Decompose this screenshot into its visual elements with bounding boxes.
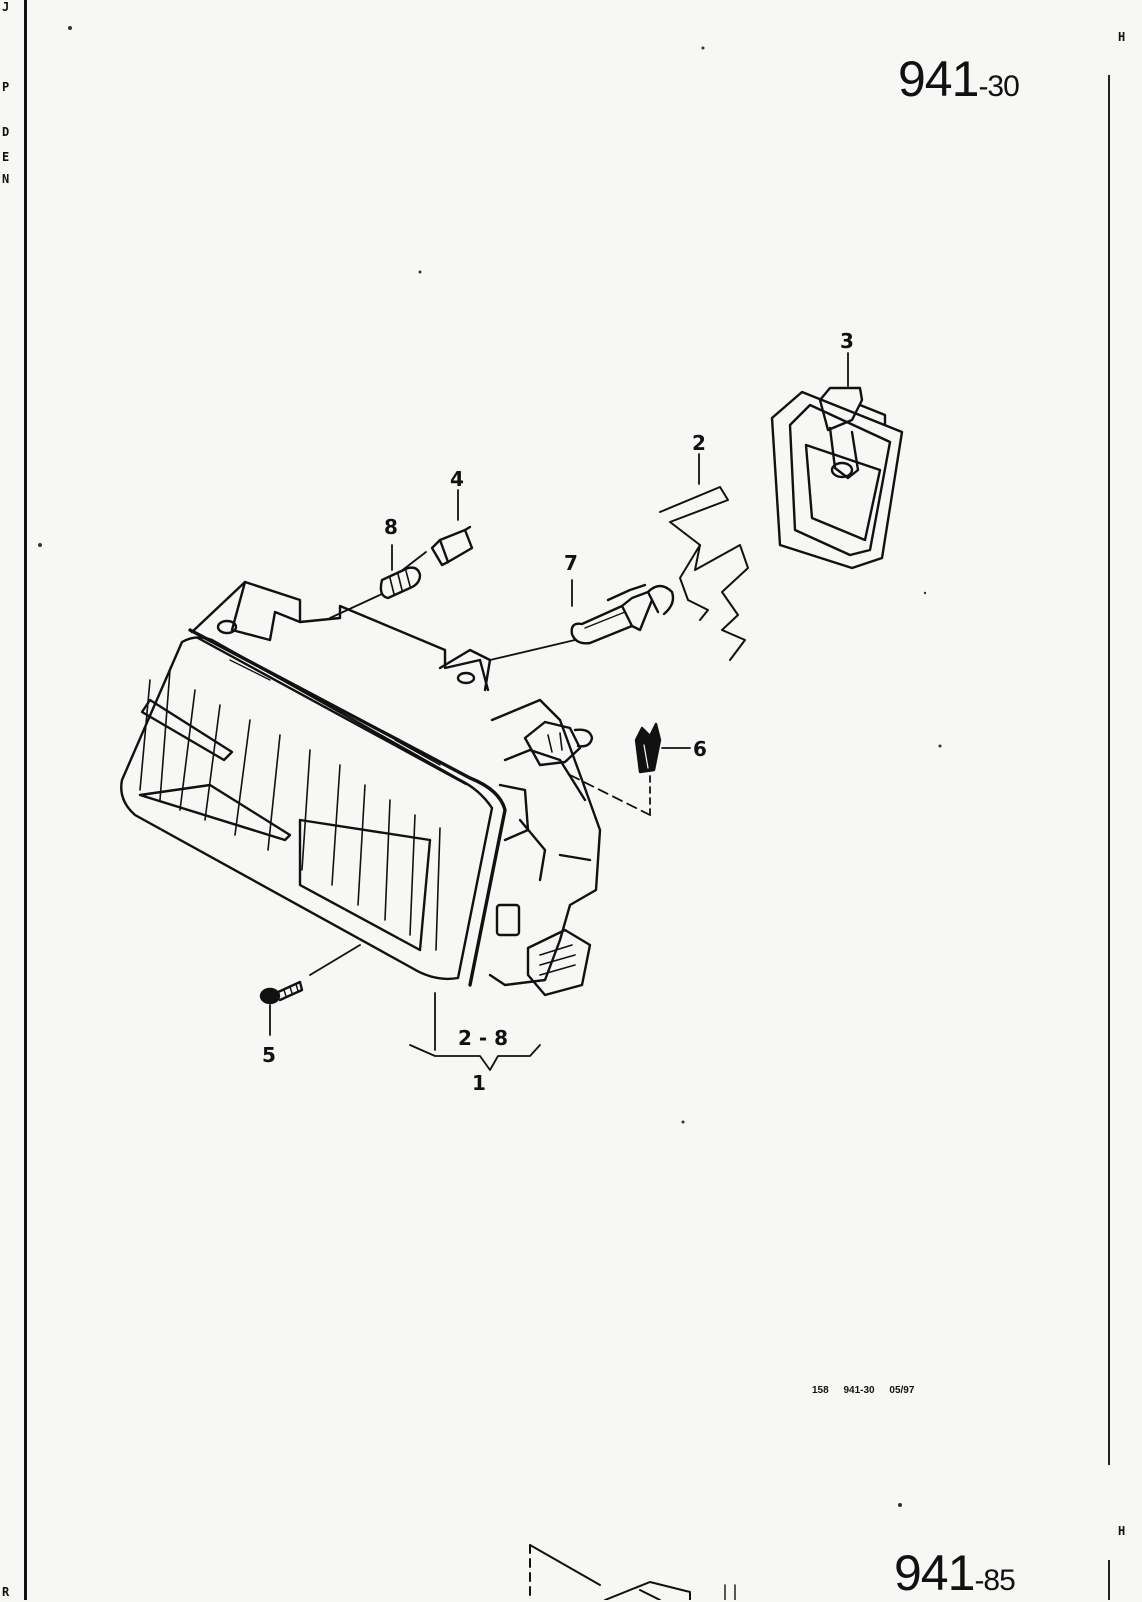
callout-3: 3	[840, 329, 854, 353]
part-7-halogen-bulb	[570, 583, 675, 645]
leader-6-dashed	[569, 774, 651, 816]
callout-5: 5	[262, 1043, 276, 1067]
leader-5-to-lamp	[309, 944, 361, 976]
margin-letter: H	[1118, 30, 1126, 44]
next-diagram-number-suffix: -85	[974, 1564, 1015, 1597]
right-margin: H H	[1108, 0, 1142, 1600]
diagram-number-suffix: -30	[978, 70, 1019, 103]
callout-4: 4	[450, 467, 464, 491]
callout-6: 6	[693, 737, 707, 761]
range-bracket	[409, 1044, 541, 1071]
diagram-number-main: 941	[898, 51, 979, 107]
scan-specks	[38, 26, 942, 1507]
callout-7: 7	[564, 551, 578, 575]
headlamp-assembly	[120, 580, 602, 997]
leader-8-to-lamp	[329, 593, 383, 619]
margin-letter: R	[2, 1585, 10, 1599]
left-margin-rule	[24, 0, 27, 1600]
callout-2: 2	[692, 431, 706, 455]
part-6-clip-nut	[634, 722, 662, 774]
part-4-bulb-holder	[430, 525, 474, 567]
leader-lines	[269, 352, 849, 1071]
margin-letter: E	[2, 150, 10, 164]
diagram-number: 941-30	[898, 50, 1020, 108]
callout-range: 2 - 8	[458, 1026, 508, 1050]
margin-letter: N	[2, 172, 10, 186]
right-margin-rule	[1108, 75, 1110, 1465]
margin-letter: J	[2, 0, 10, 14]
part-2-spring-clip	[659, 486, 749, 661]
reference-code: 158 941-30 05/97	[812, 1385, 915, 1396]
part-3-rear-cap	[770, 386, 904, 570]
right-margin-rule	[1108, 1560, 1110, 1600]
margin-letter: D	[2, 125, 10, 139]
margin-letter: P	[2, 80, 10, 94]
callout-1: 1	[472, 1071, 486, 1095]
leader-7-to-lamp	[489, 639, 576, 661]
callout-8: 8	[384, 515, 398, 539]
leader-4-to-8	[399, 551, 427, 573]
next-diagram-number: 941-85	[894, 1544, 1016, 1602]
next-diagram-fragment	[529, 1544, 736, 1600]
margin-letter: H	[1118, 1524, 1126, 1538]
left-margin: J P D E N R	[0, 0, 27, 1600]
part-5-screw	[259, 980, 304, 1005]
next-diagram-number-main: 941	[894, 1545, 975, 1601]
